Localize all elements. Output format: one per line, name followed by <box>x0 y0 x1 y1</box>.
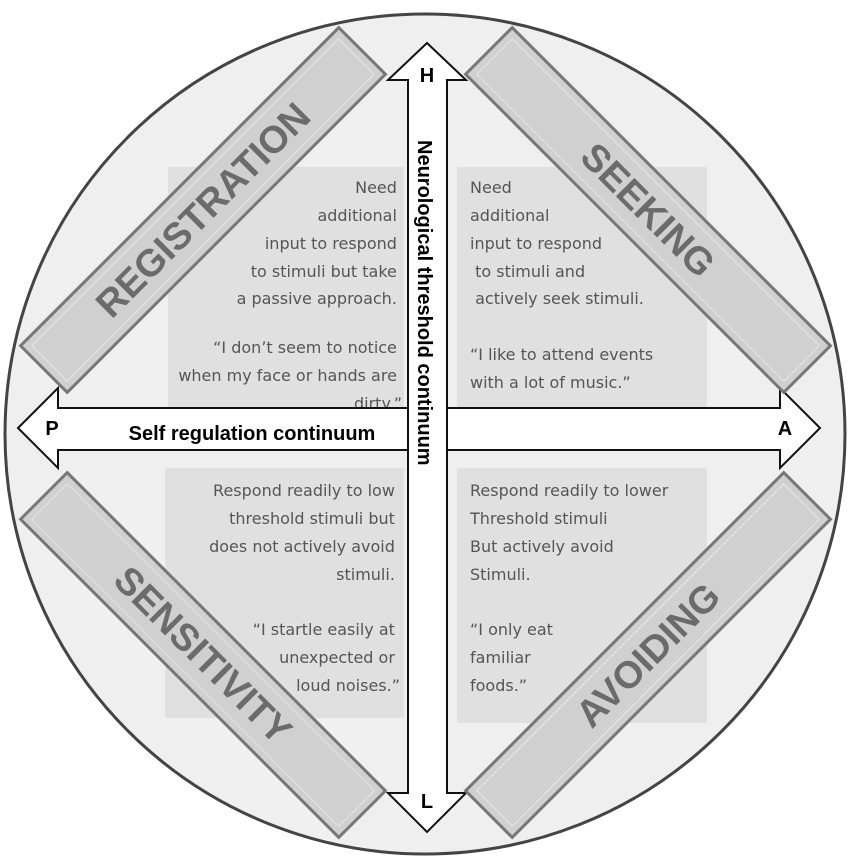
registration-description: Need additional input to respond to stim… <box>178 178 402 413</box>
sensitivity-description: Respond readily to low threshold stimuli… <box>209 481 400 695</box>
self-regulation-label: Self regulation continuum <box>129 423 376 445</box>
seeking-description: Need additional input to respond to stim… <box>0 0 679 392</box>
arrow-intersection <box>409 409 446 449</box>
low-label: L <box>421 791 433 813</box>
avoiding-description: Respond readily to lower Threshold stimu… <box>469 481 673 695</box>
high-label: H <box>420 65 434 87</box>
passive-label: P <box>45 418 58 440</box>
neurological-threshold-label: Neurological threshold continuum <box>413 140 435 466</box>
active-label: A <box>778 418 792 440</box>
